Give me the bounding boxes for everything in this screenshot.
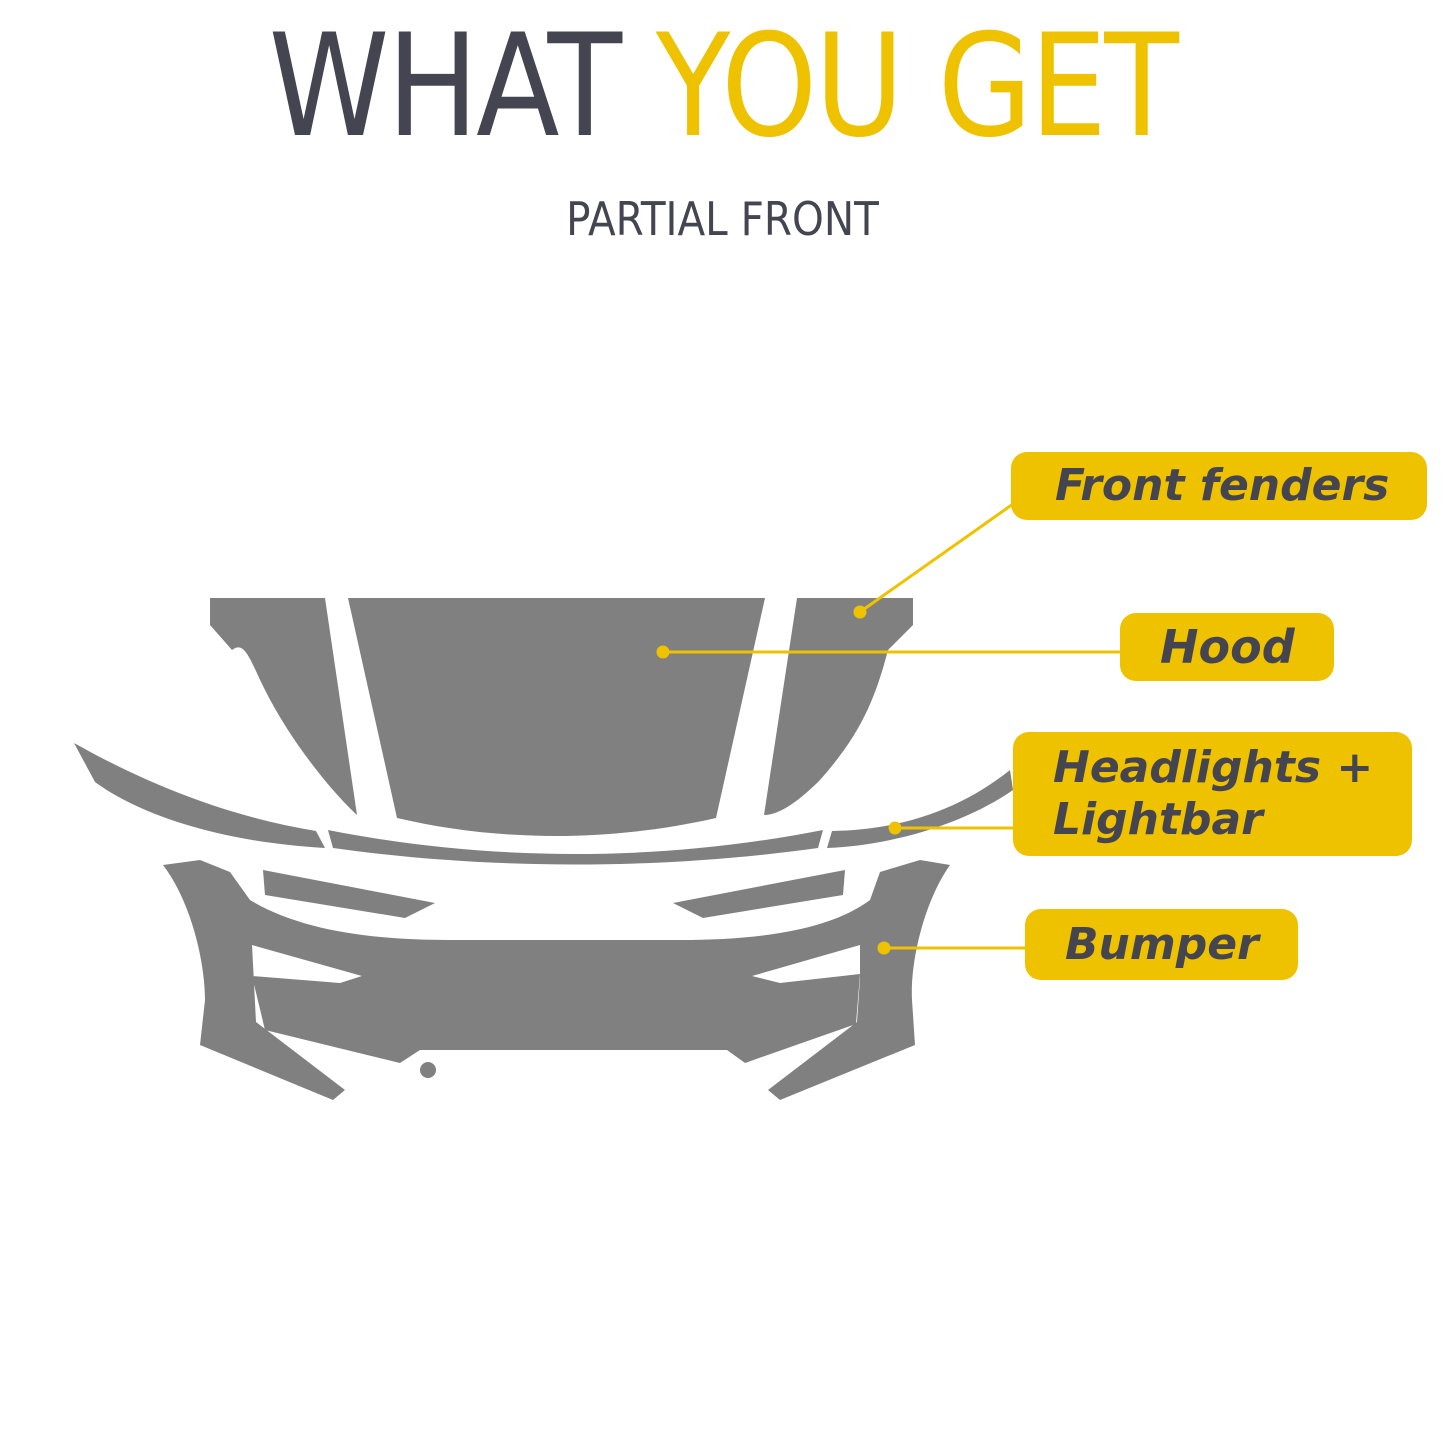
left-fender-panel	[210, 598, 357, 815]
callout-dot-hood	[656, 645, 670, 659]
callout-dot-fenders	[853, 605, 867, 619]
page-title: WHAT YOU GET	[101, 16, 1344, 158]
right-fender-panel	[764, 598, 913, 815]
label-bumper: Bumper	[1025, 909, 1298, 980]
title-what: WHAT	[268, 4, 623, 169]
hood-panel	[348, 598, 765, 836]
page-subtitle: PARTIAL FRONT	[566, 192, 879, 246]
label-headlights-text: Headlights +	[1053, 742, 1374, 793]
lightbar-panel	[328, 830, 823, 865]
callout-dot-headlights	[888, 821, 902, 835]
label-hood: Hood	[1120, 613, 1334, 681]
left-headlight-strip	[74, 743, 325, 848]
label-headlights-lightbar: Headlights + Lightbar	[1013, 732, 1412, 856]
callout-line-fenders	[859, 502, 1014, 614]
bumper-panel	[163, 860, 950, 1100]
left-headlight-lens	[263, 870, 435, 918]
label-lightbar-text: Lightbar	[1053, 794, 1263, 845]
label-hood-text: Hood	[1160, 620, 1295, 674]
sensor-dot	[420, 1062, 436, 1078]
callout-dot-bumper	[877, 941, 891, 955]
label-front-fenders-text: Front fenders	[1055, 460, 1390, 511]
right-headlight-strip	[827, 770, 1013, 848]
right-headlight-lens	[673, 870, 845, 918]
label-front-fenders: Front fenders	[1011, 452, 1427, 520]
label-bumper-text: Bumper	[1065, 919, 1259, 970]
title-you-get: YOU GET	[655, 4, 1179, 169]
